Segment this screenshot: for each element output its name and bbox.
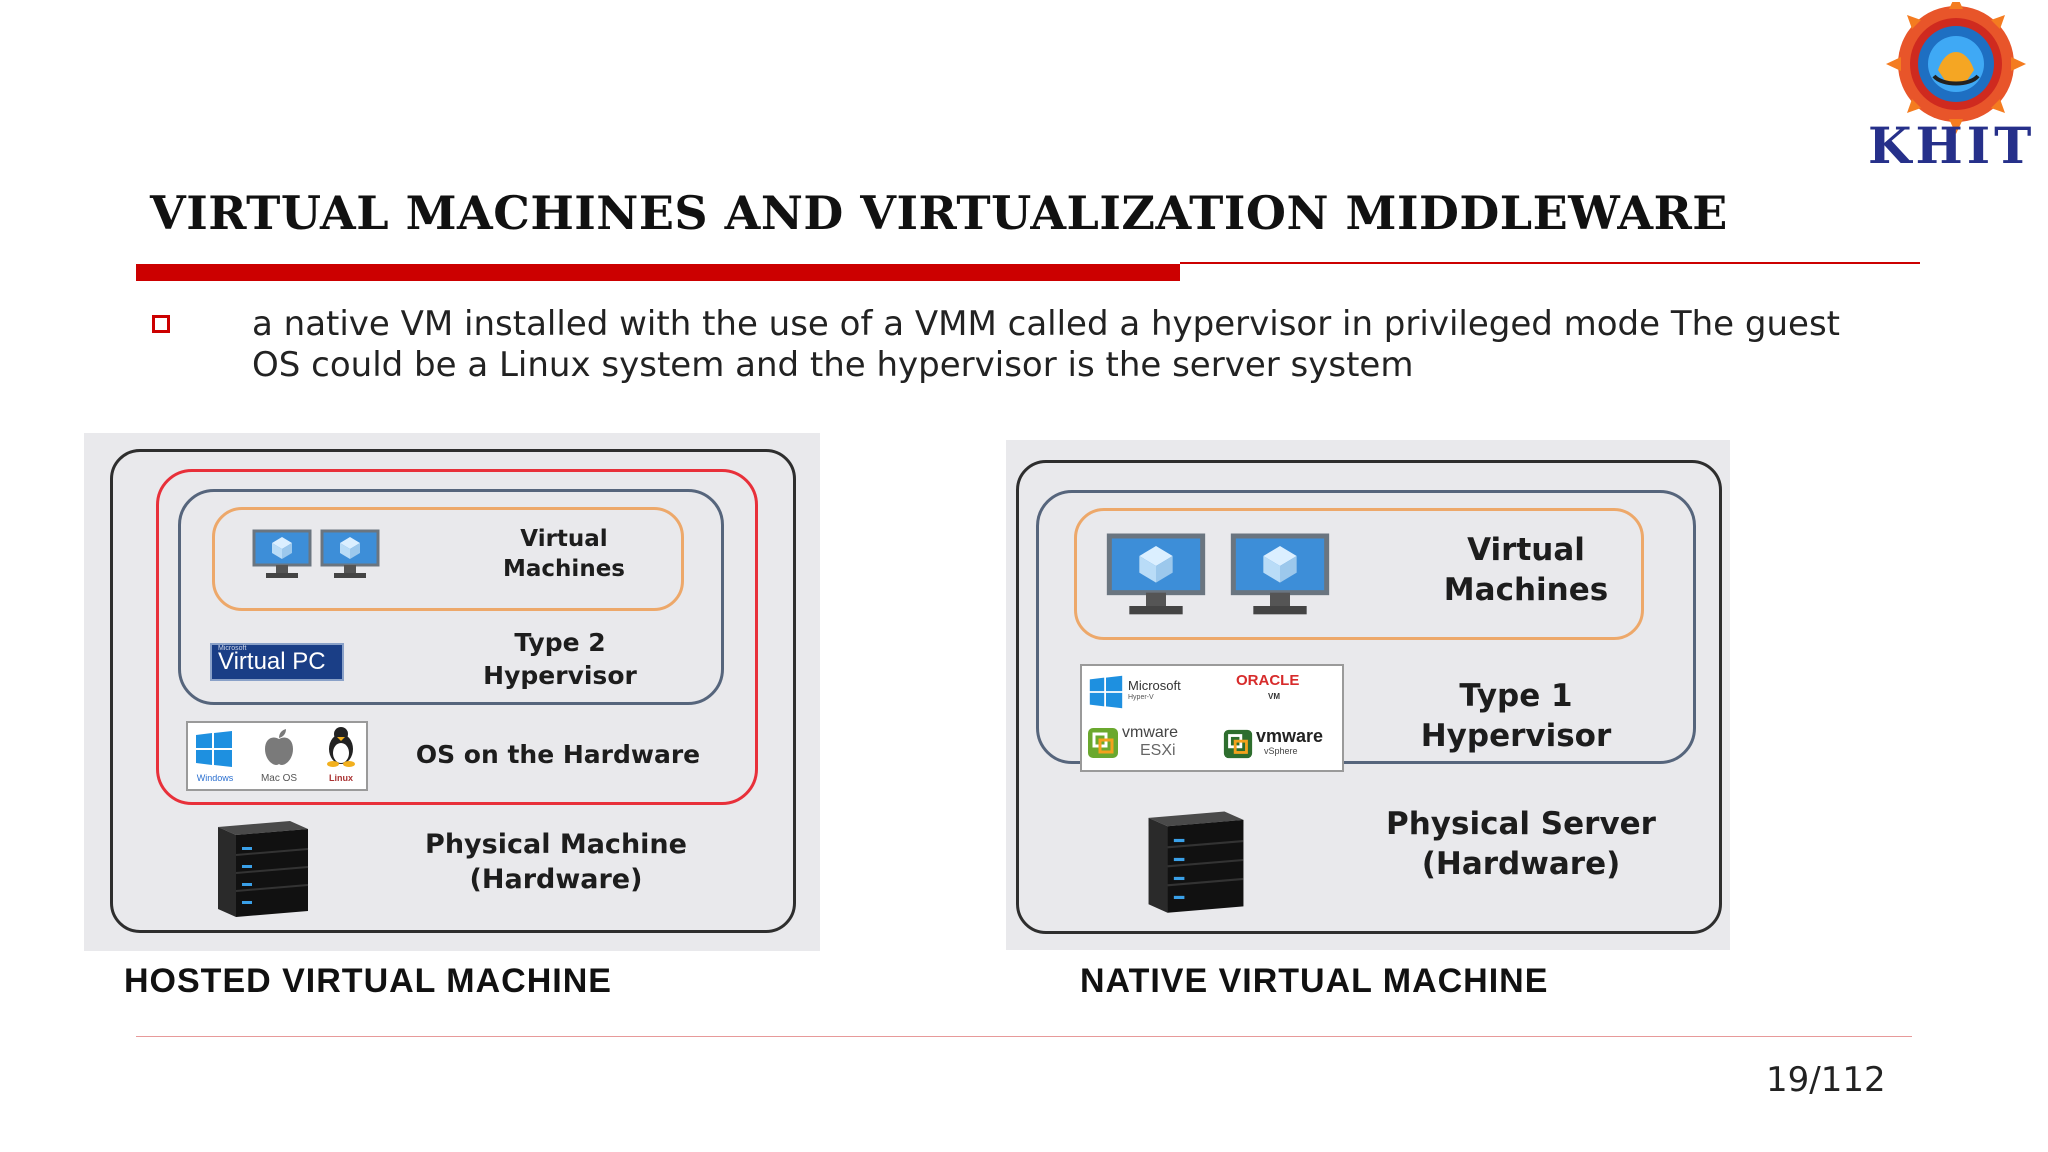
native-vm-label: Virtual Machines xyxy=(1406,530,1646,611)
page-number: 19/112 xyxy=(1766,1060,1886,1100)
esxi-text: ESXi xyxy=(1140,742,1176,759)
virtual-pc-text: Virtual PC xyxy=(218,648,326,675)
vmware-vsphere-logo-text: vmware xyxy=(1256,726,1324,746)
hosted-vm-diagram: Virtual Machines Microsoft Virtual PC Ty… xyxy=(84,433,820,951)
oracle-logo-text: ORACLE xyxy=(1236,672,1300,689)
native-vm-caption: NATIVE VIRTUAL MACHINE xyxy=(1080,962,1549,1000)
native-hw-line1: Physical Server xyxy=(1386,806,1656,842)
oracle-vm-text: VM xyxy=(1268,692,1280,701)
type1-label-line1: Type 1 xyxy=(1459,678,1573,714)
hosted-vm-label-line2: Machines xyxy=(503,555,625,582)
type1-hypervisor-box xyxy=(1036,490,1696,764)
type2-hypervisor-box xyxy=(178,489,724,705)
linux-tux-icon xyxy=(327,727,355,767)
native-vm-label-line1: Virtual xyxy=(1467,532,1585,568)
os-mac-label: Mac OS xyxy=(260,773,298,784)
vmware-esxi-logo-text: vmware xyxy=(1122,724,1179,741)
virtual-pc-logo: Microsoft Virtual PC xyxy=(210,643,344,681)
monitor-icon xyxy=(320,529,380,578)
native-hw-line2: (Hardware) xyxy=(1421,846,1621,883)
microsoft-windows-icon xyxy=(1089,675,1123,709)
native-vm-diagram: Virtual Machines Microsoft Hyper-V ORACL… xyxy=(1006,440,1730,950)
hosted-vm-label: Virtual Machines xyxy=(464,525,664,585)
vmware-icon xyxy=(1223,729,1253,759)
windows-icon xyxy=(196,731,232,767)
hyperv-logo-text: Hyper-V xyxy=(1128,694,1154,701)
type2-label-line1: Type 2 xyxy=(514,628,606,657)
vsphere-text: vSphere xyxy=(1264,746,1298,756)
os-on-hardware-label: OS on the Hardware xyxy=(415,740,701,769)
server-icon xyxy=(1148,811,1244,913)
monitor-icon xyxy=(252,529,312,578)
type2-label-line2: Hypervisor xyxy=(483,660,637,690)
os-linux-label: Linux xyxy=(329,773,353,783)
monitor-icon xyxy=(1106,533,1206,615)
hosted-hw-line1: Physical Machine xyxy=(425,829,687,860)
hosted-vm-caption: HOSTED VIRTUAL MACHINE xyxy=(124,962,612,1000)
khit-logo-emblem xyxy=(1886,2,2026,134)
hypervisor-logos-box: Microsoft Hyper-V ORACLE VM vmware ESXi … xyxy=(1080,664,1344,772)
host-os-box xyxy=(156,469,758,805)
monitor-icon xyxy=(1230,533,1330,615)
physical-server-box xyxy=(1016,460,1722,934)
type1-label-line2: Hypervisor xyxy=(1420,718,1612,755)
vmware-icon xyxy=(1088,728,1118,758)
khit-logo-text: KHIT xyxy=(1868,116,2036,175)
title-underline-thick xyxy=(136,264,1180,281)
title-underline-thin xyxy=(1180,262,1920,264)
slide-title: VIRTUAL MACHINES AND VIRTUALIZATION MIDD… xyxy=(150,186,1728,240)
type1-hypervisor-label: Type 1 Hypervisor xyxy=(1396,676,1636,757)
os-windows-label: Windows xyxy=(196,773,234,783)
native-hardware-label: Physical Server (Hardware) xyxy=(1356,804,1686,885)
os-logos-box: Windows Mac OS Linux xyxy=(186,721,368,791)
virtual-pc-small-text: Microsoft xyxy=(218,645,247,652)
footer-divider xyxy=(136,1036,1912,1037)
native-vm-label-line2: Machines xyxy=(1443,572,1609,609)
microsoft-logo-text: Microsoft xyxy=(1128,678,1181,693)
apple-icon xyxy=(265,729,293,765)
hosted-hardware-label: Physical Machine (Hardware) xyxy=(406,827,706,897)
hosted-vm-label-line1: Virtual xyxy=(520,526,608,552)
bullet-square-icon xyxy=(152,315,170,333)
bullet-text: a native VM installed with the use of a … xyxy=(252,304,1841,385)
type2-hypervisor-label: Type 2 Hypervisor xyxy=(460,627,660,692)
physical-machine-box xyxy=(110,449,796,933)
hosted-hw-line2: (Hardware) xyxy=(469,864,643,896)
server-icon xyxy=(218,821,309,917)
